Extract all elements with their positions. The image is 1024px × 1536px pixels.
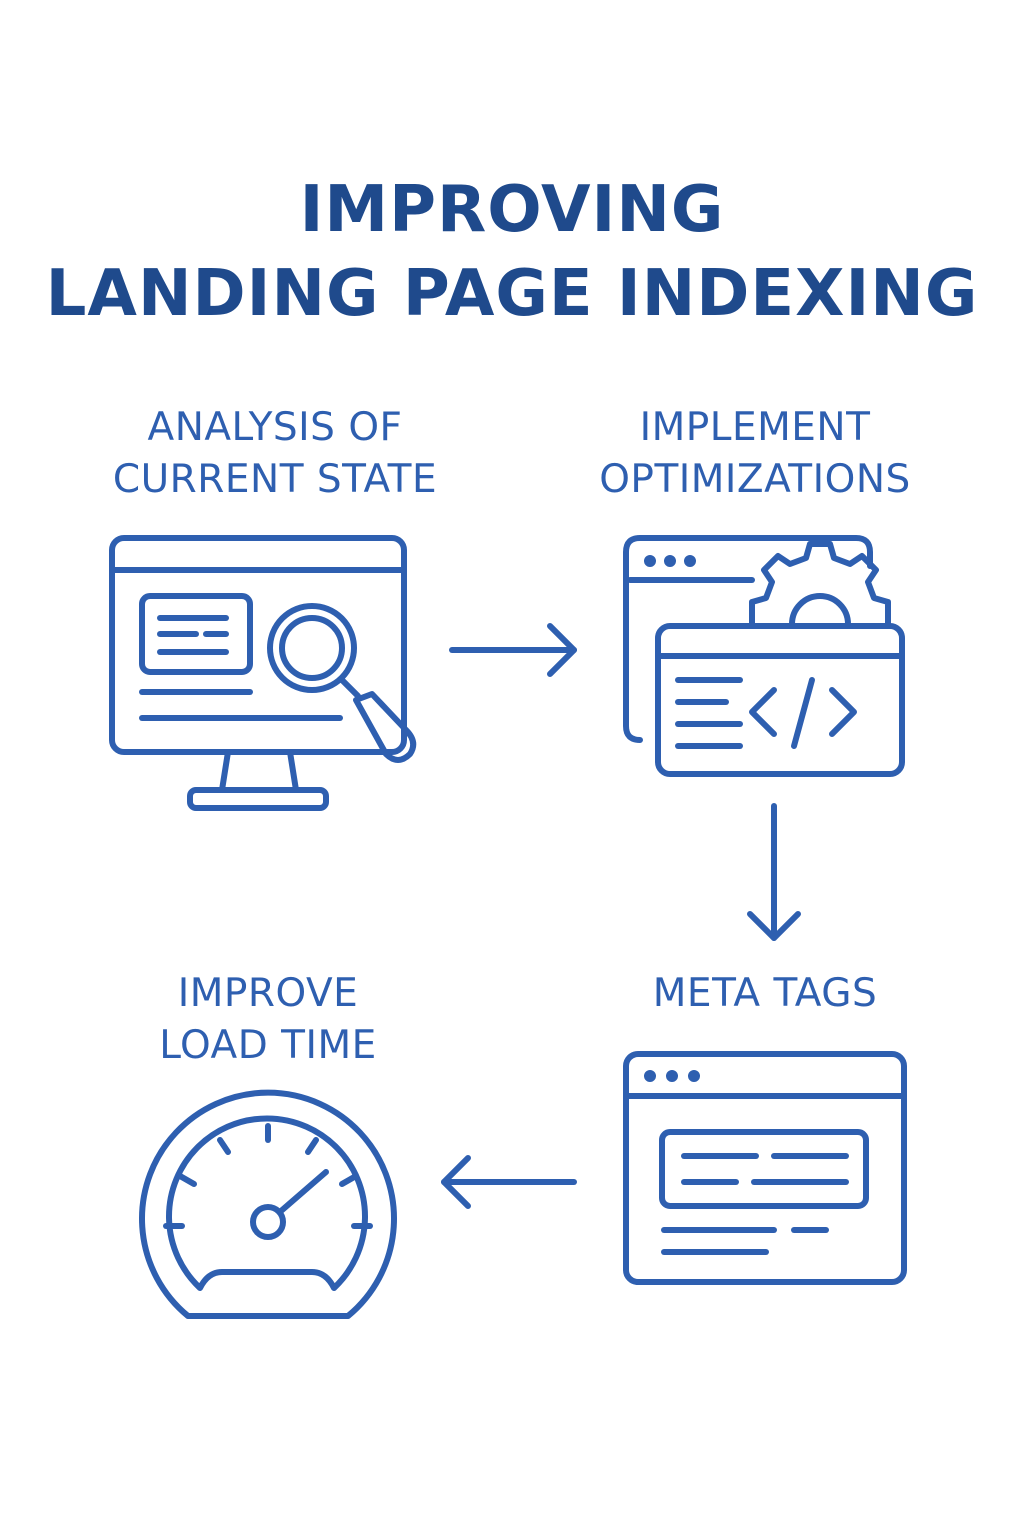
speedometer-icon bbox=[139, 1089, 397, 1319]
arrow-left-icon bbox=[441, 1155, 577, 1209]
step-label-implement-line-1: IMPLEMENT bbox=[639, 405, 871, 450]
step-label-meta-line-1: META TAGS bbox=[652, 971, 878, 1016]
title-line-1: IMPROVING bbox=[299, 173, 725, 247]
step-label-meta: META TAGS bbox=[565, 968, 965, 1020]
page-title: IMPROVING LANDING PAGE INDEXING bbox=[0, 168, 1024, 336]
step-label-load-line-1: IMPROVE bbox=[177, 971, 359, 1016]
step-label-analysis: ANALYSIS OF CURRENT STATE bbox=[75, 402, 475, 506]
step-label-implement: IMPLEMENT OPTIMIZATIONS bbox=[555, 402, 955, 506]
arrow-down-icon bbox=[747, 803, 801, 941]
step-label-analysis-line-1: ANALYSIS OF bbox=[147, 405, 403, 450]
arrow-right-icon bbox=[449, 623, 577, 677]
title-line-2: LANDING PAGE INDEXING bbox=[45, 257, 979, 331]
step-label-analysis-line-2: CURRENT STATE bbox=[112, 457, 438, 502]
step-label-load-line-2: LOAD TIME bbox=[159, 1023, 377, 1068]
browser-window-icon bbox=[623, 1051, 907, 1285]
step-label-implement-line-2: OPTIMIZATIONS bbox=[599, 457, 911, 502]
code-window-gear-icon bbox=[623, 535, 905, 777]
monitor-magnifier-icon bbox=[109, 535, 417, 811]
step-label-load: IMPROVE LOAD TIME bbox=[68, 968, 468, 1072]
